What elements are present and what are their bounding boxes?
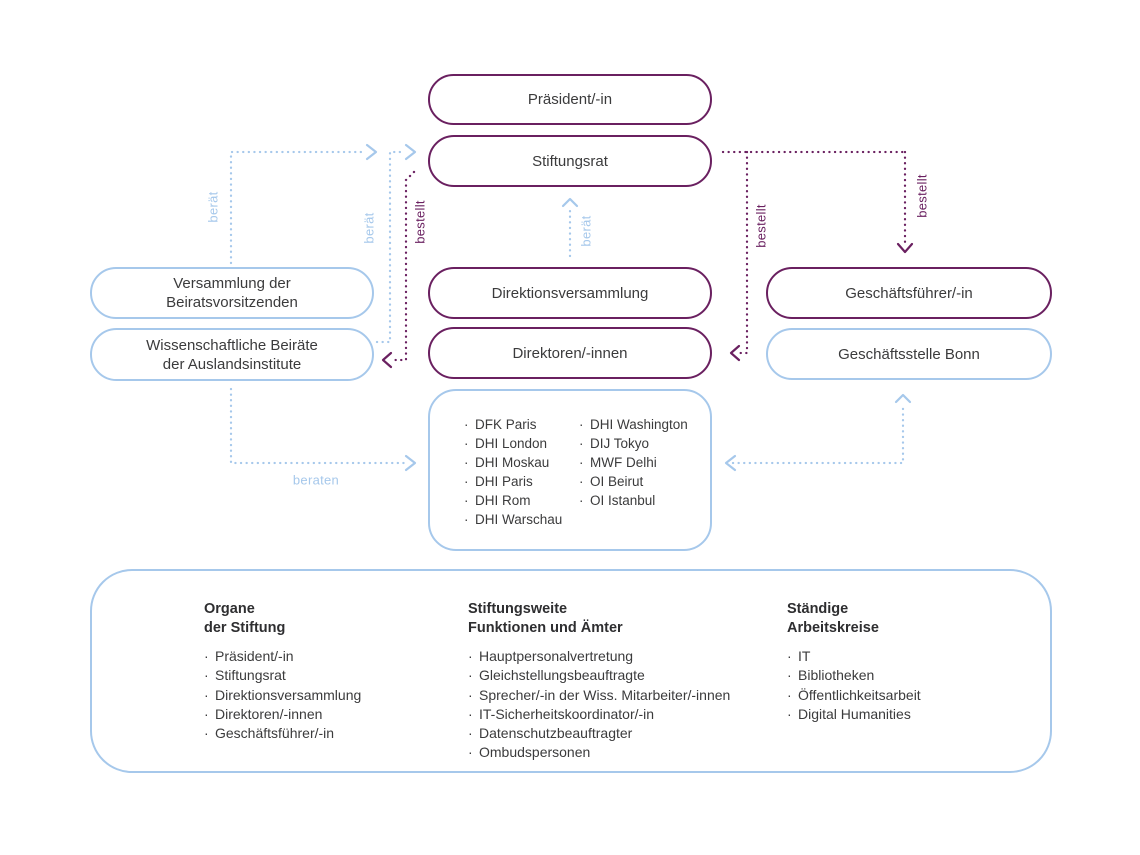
legend-items: HauptpersonalvertretungGleichstellungsbe… — [468, 647, 730, 763]
list-item: Gleichstellungsbeauftragte — [468, 666, 730, 686]
legend-title-line: Funktionen und Ämter — [468, 620, 623, 636]
chevron-left-icon — [724, 454, 737, 472]
list-item: IT — [787, 647, 921, 667]
list-item: DHI Washington — [579, 415, 709, 434]
node-praesident: Präsident/-in — [428, 74, 712, 125]
chevron-left-icon — [729, 344, 741, 362]
legend-column-arbeitskreise: Ständige Arbeitskreise ITBibliothekenÖff… — [787, 600, 921, 724]
list-item: OI Istanbul — [579, 491, 709, 510]
list-item: Sprecher/-in der Wiss. Mitarbeiter/-inne… — [468, 686, 730, 706]
list-item: Datenschutzbeauftragter — [468, 724, 730, 744]
list-item: Hauptpersonalvertretung — [468, 647, 730, 667]
list-item: MWF Delhi — [579, 453, 709, 472]
edge-label-beraten: beraten — [292, 472, 340, 488]
arrow-institutes-geschaeftsstelle — [731, 402, 905, 465]
list-item: DHI Warschau — [464, 510, 579, 529]
list-item: Öffentlichkeitsarbeit — [787, 686, 921, 706]
arrow-beiraete-to-institutes — [229, 387, 406, 465]
legend-title: Stiftungsweite Funktionen und Ämter — [468, 600, 730, 638]
node-label-line: der Auslandsinstitute — [162, 355, 302, 373]
institutes-column-1: DFK ParisDHI LondonDHI MoskauDHI ParisDH… — [464, 415, 579, 549]
institutes-column-2: DHI WashingtonDIJ TokyoMWF DelhiOI Beiru… — [579, 415, 709, 549]
edge-label-beraet: berät — [361, 212, 377, 244]
list-item: Direktoren/-innen — [204, 705, 361, 725]
arrow-stiftungsrat-to-beiraete — [391, 170, 416, 362]
edge-label-bestellt: bestellt — [753, 204, 769, 248]
legend-title-line: Arbeitskreise — [787, 620, 879, 636]
edge-label-bestellt: bestellt — [412, 200, 428, 244]
node-wissenschaftliche-beiraete: Wissenschaftliche Beiräte der Auslandsin… — [90, 328, 374, 381]
legend-column-organe: Organe der Stiftung Präsident/-inStiftun… — [204, 600, 361, 744]
list-item: Stiftungsrat — [204, 666, 361, 686]
list-item: DIJ Tokyo — [579, 434, 709, 453]
list-item: Direktionsversammlung — [204, 686, 361, 706]
node-versammlung-der-beiratsvorsitzenden: Versammlung der Beiratsvorsitzenden — [90, 267, 374, 319]
node-label-line: Beiratsvorsitzenden — [166, 294, 298, 311]
node-direktoren: Direktoren/-innen — [428, 327, 712, 379]
list-item: DHI London — [464, 434, 579, 453]
legend-title-line: der Stiftung — [204, 620, 286, 636]
edge-label-beraet: berät — [578, 215, 594, 247]
legend-box: Organe der Stiftung Präsident/-inStiftun… — [90, 569, 1052, 773]
list-item: IT-Sicherheitskoordinator/-in — [468, 705, 730, 725]
node-label-line: Wissenschaftliche Beiräte — [146, 336, 318, 354]
legend-title-line: Stiftungsweite — [468, 601, 568, 617]
legend-title-line: Ständige — [787, 601, 849, 617]
list-item: DHI Paris — [464, 472, 579, 491]
legend-column-funktionen: Stiftungsweite Funktionen und Ämter Haup… — [468, 600, 730, 763]
node-stiftungsrat: Stiftungsrat — [428, 135, 712, 187]
node-geschaeftsstelle-bonn: Geschäftsstelle Bonn — [766, 328, 1052, 380]
institutes-box: DFK ParisDHI LondonDHI MoskauDHI ParisDH… — [428, 389, 712, 551]
list-item: Ombudspersonen — [468, 743, 730, 763]
arrow-versammlung-to-stiftungsrat — [229, 150, 366, 265]
node-direktionsversammlung: Direktionsversammlung — [428, 267, 712, 319]
edge-label-bestellt: bestellt — [914, 174, 930, 218]
list-item: DHI Moskau — [464, 453, 579, 472]
chevron-right-icon — [404, 143, 417, 161]
list-item: DHI Rom — [464, 491, 579, 510]
chevron-left-icon — [381, 351, 393, 369]
chevron-right-icon — [404, 454, 417, 472]
edge-label-beraet: berät — [205, 191, 221, 223]
chevron-right-icon — [365, 143, 378, 161]
advise-arrows — [229, 143, 912, 472]
list-item: Geschäftsführer/-in — [204, 724, 361, 744]
arrow-stiftungsrat-to-direktoren — [721, 150, 907, 355]
appoint-arrows — [381, 150, 914, 369]
chevron-down-icon — [896, 242, 914, 254]
list-item: Präsident/-in — [204, 647, 361, 667]
chevron-up-icon — [561, 197, 579, 208]
list-item: Bibliotheken — [787, 666, 921, 686]
list-item: Digital Humanities — [787, 705, 921, 725]
list-item: OI Beirut — [579, 472, 709, 491]
list-item: DFK Paris — [464, 415, 579, 434]
legend-title-line: Organe — [204, 601, 255, 617]
legend-title: Organe der Stiftung — [204, 600, 361, 638]
legend-title: Ständige Arbeitskreise — [787, 600, 921, 638]
chevron-up-icon — [894, 393, 912, 404]
arrow-beiraete-to-stiftungsrat — [375, 150, 405, 344]
node-label-line: Versammlung der — [173, 275, 291, 292]
legend-items: ITBibliothekenÖffentlichkeitsarbeitDigit… — [787, 647, 921, 724]
node-geschaeftsfuehrer: Geschäftsführer/-in — [766, 267, 1052, 319]
legend-items: Präsident/-inStiftungsratDirektionsversa… — [204, 647, 361, 744]
